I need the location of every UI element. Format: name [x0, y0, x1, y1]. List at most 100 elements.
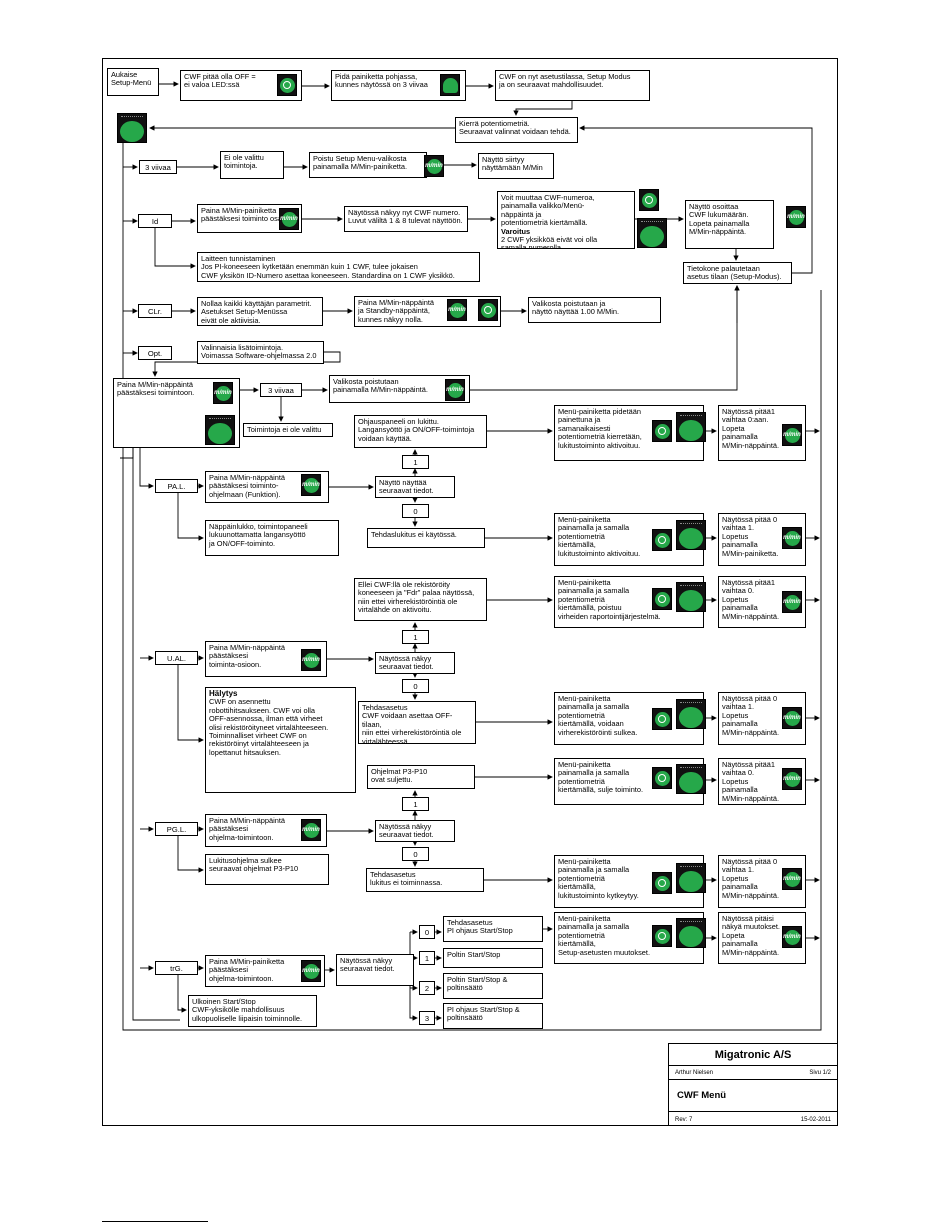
- revision: Rev: 7: [675, 1116, 693, 1123]
- potentiometer-icon: [676, 520, 706, 550]
- potentiometer-icon: [205, 415, 235, 445]
- box-pgl-lock: Lukitusohjelma sulkee seuraavat ohjelmat…: [205, 854, 329, 885]
- connector: [120, 448, 134, 459]
- power-icon: [652, 529, 672, 551]
- box-clr: CLr.: [138, 304, 172, 318]
- connector: [139, 448, 154, 489]
- power-icon: [652, 767, 672, 789]
- connector: [177, 836, 204, 873]
- box-trg-3: 3: [419, 1011, 435, 1025]
- warning-text: 2 CWF yksikköä eivät voi olla samalla nu…: [501, 235, 598, 249]
- page-frame: [102, 58, 838, 1126]
- box-ual: U.AL.: [155, 651, 198, 665]
- connector: [154, 228, 196, 269]
- box-machine-id: Laitteen tunnistaminen Jos PI-koneeseen …: [197, 252, 480, 282]
- potentiometer-icon: [676, 412, 706, 442]
- mmin-button-icon: m/min: [786, 206, 806, 228]
- mmin-button-icon: m/min: [213, 382, 233, 404]
- box-pgl-closed: Ohjelmat P3-P10 ovat suljettu.: [367, 765, 475, 789]
- alarm-text: CWF on asennettu robottihitsaukseen. CWF…: [209, 697, 329, 757]
- box-pal-0: 0: [402, 504, 429, 518]
- mmin-button-icon: m/min: [782, 591, 802, 613]
- box-trg-opt3: PI ohjaus Start/Stop & poltinsäätö: [443, 1003, 543, 1029]
- box-trg-opt1: Poltin Start/Stop: [443, 948, 543, 968]
- company-name: Migatronic A/S: [669, 1044, 837, 1066]
- box-pal-menu-0: Menü-painiketta painamalla ja samalla po…: [554, 513, 704, 566]
- mmin-button-icon: m/min: [782, 527, 802, 549]
- mmin-button-icon: m/min: [301, 960, 321, 982]
- box-pal: PA.L.: [155, 479, 198, 493]
- box-display-cwf-number: Näytössä näkyy nyt CWF numero. Luvut väl…: [344, 206, 468, 232]
- alarm-title: Hälytys: [209, 689, 238, 698]
- box-alarm-title: Hälytys CWF on asennettu robottihitsauks…: [205, 687, 356, 793]
- author-row: Arthur Nielsen Sivu 1/2: [669, 1066, 837, 1080]
- box-pal-1: 1: [402, 455, 429, 469]
- power-icon: [639, 189, 659, 211]
- title-block: Migatronic A/S Arthur Nielsen Sivu 1/2 C…: [668, 1043, 838, 1126]
- mmin-button-icon: m/min: [301, 649, 321, 671]
- connector: [470, 285, 740, 391]
- box-pal-menu-1: Menü-painiketta pidetään painettuna ja s…: [554, 405, 704, 461]
- document-title: CWF Menü: [669, 1080, 837, 1112]
- connector: [122, 135, 822, 1031]
- box-pgl-1: 1: [402, 797, 429, 811]
- connector: [132, 448, 180, 1021]
- box-change-cwf-number: Voit muuttaa CWF-numeroa, painamalla val…: [497, 191, 635, 249]
- box-ual-result-0: Näytössä pitää 0 vaihtaa 1. Lopetus pain…: [718, 692, 806, 745]
- revision-row: Rev: 7 15-02-2011: [669, 1112, 837, 1127]
- box-optional-functions: Valinnaisia lisätoimintoja. Voimassa Sof…: [197, 341, 324, 364]
- box-menu-exits-100: Valikosta poistutaan ja näyttö näyttää 1…: [528, 297, 661, 323]
- potentiometer-icon: [637, 218, 667, 248]
- potentiometer-icon: [676, 918, 706, 948]
- mmin-button-icon: m/min: [301, 474, 321, 496]
- box-pgl-factory: Tehdasasetus lukitus ei toiminnassa.: [366, 868, 484, 892]
- box-ual-result-1: Näytössä pitää1 vaihtaa 0. Lopetus paina…: [718, 576, 806, 628]
- box-pal-keylock: Näppäinlukko, toimintopaneeli lukuunotta…: [205, 520, 339, 556]
- box-open-setup: Aukaise Setup-Menü: [107, 68, 159, 96]
- box-computer-returns: Tietokone palautetaan asetus tilaan (Set…: [683, 262, 792, 284]
- box-trg-external: Ulkoinen Start/Stop CWF-yksikölle mahdol…: [188, 995, 317, 1027]
- box-opt: Opt.: [138, 346, 172, 360]
- mmin-button-icon: m/min: [782, 707, 802, 729]
- author: Arthur Nielsen: [675, 1069, 714, 1076]
- connector: [177, 665, 204, 743]
- box-pgl: PG.L.: [155, 822, 198, 836]
- box-dash3-top: 3 viivaa: [139, 160, 177, 174]
- box-ual-factory: Tehdasasetus CWF voidaan asettaa OFF-til…: [358, 701, 476, 744]
- power-icon: [277, 74, 297, 96]
- potentiometer-icon: [676, 699, 706, 729]
- box-display-mmin: Näyttö siirtyy näyttämään M/Min: [478, 153, 554, 179]
- box-pal-display: Näyttö näyttää seuraavat tiedot.: [375, 476, 455, 498]
- box-trg-opt0: Tehdasasetus PI ohjaus Start/Stop: [443, 916, 543, 942]
- box-trg-opt2: Poltin Start/Stop & poltinsäätö: [443, 973, 543, 999]
- box-reset-params: Nollaa kaikki käyttäjän parametrit. Aset…: [197, 297, 323, 326]
- box-exit-setup-menu: Poistu Setup Menu-valikosta painamalla M…: [309, 152, 427, 178]
- mmin-button-icon: m/min: [424, 155, 444, 177]
- power-icon: [652, 588, 672, 610]
- power-icon: [652, 872, 672, 894]
- box-trg-result: Näytössä pitäisi näkyä muutokset. Lopeta…: [718, 912, 806, 964]
- box-pal-factory: Tehdaslukitus ei käytössä.: [367, 528, 485, 548]
- footnote-separator: [102, 1221, 208, 1222]
- box-turn-pot: Kierrä potentiometriä. Seuraavat valinna…: [455, 117, 578, 143]
- mmin-button-icon: m/min: [782, 768, 802, 790]
- page-number: Sivu 1/2: [809, 1069, 831, 1076]
- potentiometer-icon: [117, 113, 147, 143]
- box-trg-1: 1: [419, 951, 435, 965]
- mmin-button-icon: m/min: [782, 868, 802, 890]
- box-trg-display: Näytössä näkyy seuraavat tiedot.: [336, 954, 414, 986]
- box-ual-display: Näytössä näkyy seuraavat tiedot.: [375, 652, 455, 674]
- box-id: Id: [138, 214, 172, 228]
- warning-title: Varoitus: [501, 226, 531, 236]
- mmin-button-icon: m/min: [279, 208, 299, 230]
- change-cwf-text: Voit muuttaa CWF-numeroa, painamalla val…: [501, 193, 595, 228]
- box-dash3-mid: 3 viivaa: [260, 383, 302, 397]
- mmin-button-icon: m/min: [301, 819, 321, 841]
- power-icon: [478, 299, 498, 321]
- connector: [177, 493, 204, 541]
- box-pal-locked: Ohjauspaneeli on lukittu. Langansyöttö j…: [354, 415, 487, 448]
- connector: [152, 351, 341, 377]
- potentiometer-icon: [676, 582, 706, 612]
- box-press-mmin-standby: Paina M/Min-näppäintä ja Standby-näppäin…: [354, 296, 501, 327]
